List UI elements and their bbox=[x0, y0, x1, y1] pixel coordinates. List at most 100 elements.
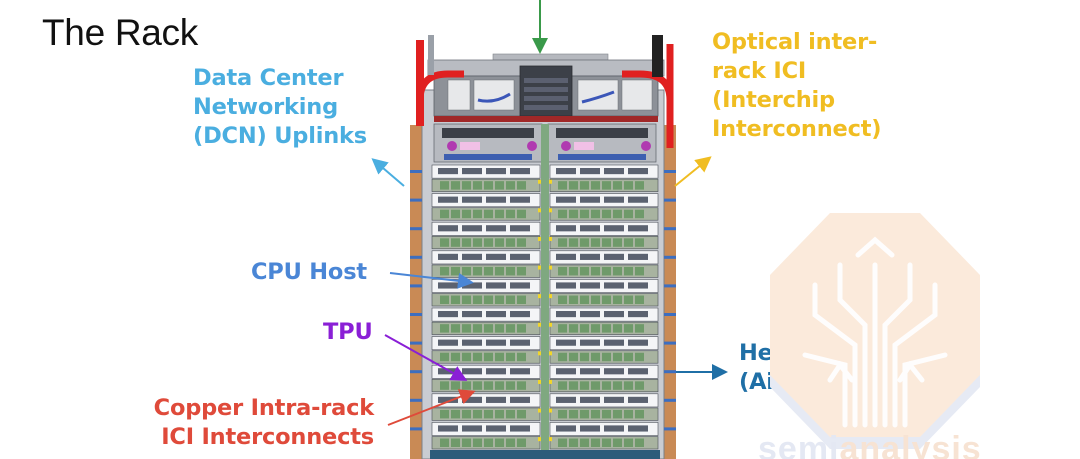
left-rail-clip bbox=[410, 284, 422, 288]
memory-module bbox=[602, 181, 611, 190]
tpu-chip bbox=[628, 339, 648, 346]
tray-rows bbox=[410, 164, 676, 450]
right-rail-clip bbox=[664, 255, 676, 259]
label-tpu: TPU bbox=[323, 318, 373, 347]
memory-module bbox=[580, 238, 589, 247]
right-rail-clip bbox=[664, 227, 676, 231]
memory-module bbox=[440, 238, 449, 247]
memory-module bbox=[558, 238, 567, 247]
tpu-chip bbox=[486, 339, 506, 346]
label-optical-ici: Optical inter- rack ICI (Interchip Inter… bbox=[712, 28, 882, 144]
label-copper-ici: Copper Intra-rack ICI Interconnects bbox=[140, 394, 375, 452]
memory-module bbox=[624, 209, 633, 219]
memory-module bbox=[462, 324, 471, 333]
label-dcn-uplinks: Data Center Networking (DCN) Uplinks bbox=[193, 64, 367, 151]
tpu-chip bbox=[580, 339, 600, 346]
management-row bbox=[433, 123, 657, 163]
memory-module bbox=[517, 324, 526, 333]
memory-module bbox=[462, 409, 471, 419]
memory-module bbox=[569, 409, 578, 419]
memory-module bbox=[602, 238, 611, 247]
tpu-chip bbox=[462, 225, 482, 232]
memory-module bbox=[558, 381, 567, 390]
tpu-chip bbox=[556, 368, 576, 375]
left-rail-clip bbox=[410, 227, 422, 231]
tpu-chip bbox=[486, 168, 506, 175]
memory-module bbox=[506, 324, 515, 333]
label-tpu-line-1: TPU bbox=[323, 319, 373, 345]
memory-module bbox=[602, 352, 611, 362]
memory-module bbox=[440, 209, 449, 219]
memory-module bbox=[506, 238, 515, 247]
tpu-chip bbox=[604, 168, 624, 175]
memory-module bbox=[558, 209, 567, 219]
memory-module bbox=[580, 438, 589, 447]
tpu-chip bbox=[628, 196, 648, 203]
tpu-chip bbox=[628, 253, 648, 260]
tpu-chip bbox=[556, 196, 576, 203]
tpu-chip bbox=[628, 282, 648, 289]
tpu-chip bbox=[556, 425, 576, 432]
left-rail-clip bbox=[410, 170, 422, 173]
memory-module bbox=[440, 381, 449, 390]
tpu-chip bbox=[438, 168, 458, 175]
memory-module bbox=[462, 181, 471, 190]
tpu-chip bbox=[510, 396, 530, 403]
memory-module bbox=[484, 352, 493, 362]
tpu-chip bbox=[580, 168, 600, 175]
tpu-chip bbox=[438, 225, 458, 232]
memory-module bbox=[558, 295, 567, 304]
memory-module bbox=[591, 209, 600, 219]
central-spine bbox=[541, 124, 549, 450]
tpu-chip bbox=[510, 168, 530, 175]
memory-module bbox=[440, 266, 449, 276]
tpu-chip bbox=[486, 396, 506, 403]
right-rail-clip bbox=[664, 427, 676, 431]
tpu-chip bbox=[604, 339, 624, 346]
label-optical-line-2: rack ICI bbox=[712, 58, 807, 84]
memory-module bbox=[624, 238, 633, 247]
memory-module bbox=[462, 438, 471, 447]
tpu-chip bbox=[556, 396, 576, 403]
label-dcn-line-3: (DCN) Uplinks bbox=[193, 123, 367, 149]
memory-module bbox=[569, 438, 578, 447]
memory-module bbox=[591, 295, 600, 304]
memory-module bbox=[451, 181, 460, 190]
memory-module bbox=[569, 238, 578, 247]
tpu-chip bbox=[462, 339, 482, 346]
tpu-chip bbox=[462, 396, 482, 403]
memory-module bbox=[484, 295, 493, 304]
tpu-chip bbox=[580, 196, 600, 203]
label-optical-line-1: Optical inter- bbox=[712, 29, 878, 55]
tpu-chip bbox=[462, 368, 482, 375]
memory-module bbox=[613, 181, 622, 190]
tpu-chip bbox=[510, 311, 530, 318]
tpu-chip bbox=[556, 253, 576, 260]
memory-module bbox=[602, 438, 611, 447]
tpu-chip bbox=[462, 282, 482, 289]
memory-module bbox=[624, 352, 633, 362]
memory-module bbox=[495, 324, 504, 333]
memory-module bbox=[495, 295, 504, 304]
tpu-chip bbox=[486, 311, 506, 318]
tpu-chip bbox=[628, 368, 648, 375]
label-dcn-line-2: Networking bbox=[193, 94, 338, 120]
memory-module bbox=[635, 181, 644, 190]
right-rail-clip bbox=[664, 370, 676, 374]
label-cpu-host: CPU Host bbox=[251, 258, 367, 287]
memory-module bbox=[506, 381, 515, 390]
tpu-chip bbox=[486, 425, 506, 432]
tpu-chip bbox=[580, 396, 600, 403]
tpu-chip bbox=[604, 396, 624, 403]
memory-module bbox=[484, 438, 493, 447]
memory-module bbox=[440, 324, 449, 333]
label-copper-line-2: ICI Interconnects bbox=[161, 424, 374, 450]
right-rail bbox=[664, 125, 676, 459]
right-rail-clip bbox=[664, 313, 676, 316]
memory-module bbox=[624, 181, 633, 190]
left-rail bbox=[410, 125, 422, 459]
memory-module bbox=[517, 209, 526, 219]
memory-module bbox=[506, 266, 515, 276]
tpu-chip bbox=[510, 196, 530, 203]
memory-module bbox=[635, 238, 644, 247]
